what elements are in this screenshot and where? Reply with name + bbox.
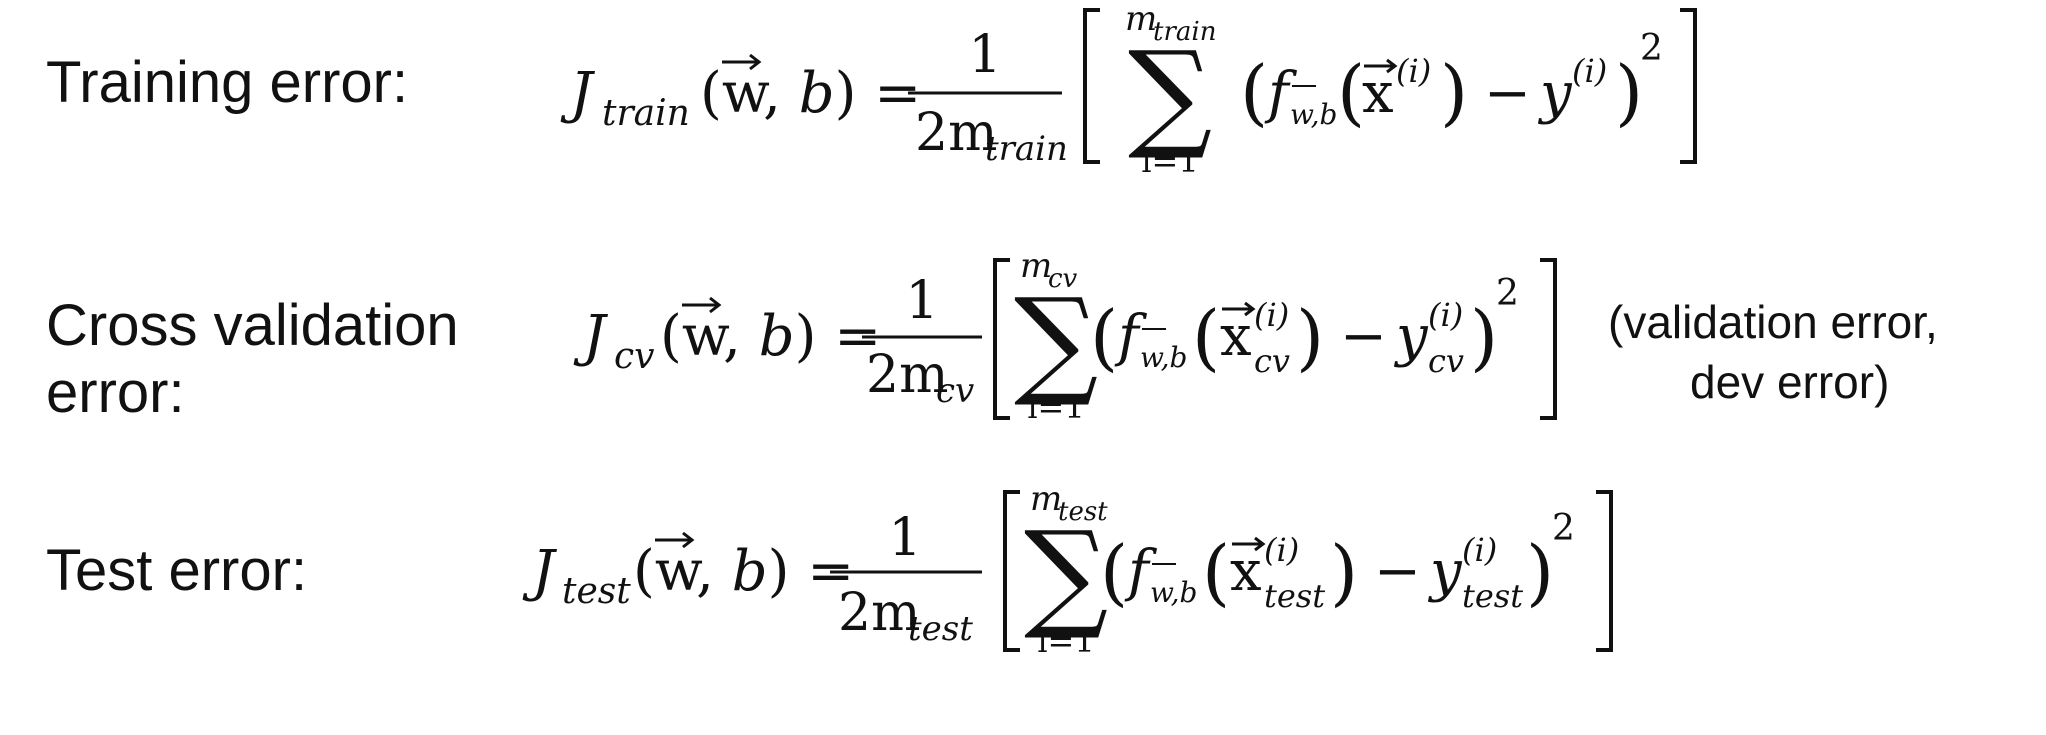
- left-bracket: [993, 258, 1010, 420]
- validation-error-note-line2: dev error): [1690, 356, 1890, 408]
- cross-validation-error-label-line2: error:: [46, 360, 185, 425]
- denominator-subscript: train: [985, 129, 1068, 169]
- sum-upper-subscript: cv: [1048, 264, 1078, 294]
- sum-upper-subscript: test: [1058, 497, 1108, 527]
- test-error-formula: J test (w, b) = 1 2m test m test ∑ i=1 (…: [522, 479, 1613, 660]
- close-paren: ): [1615, 50, 1643, 134]
- y-superscript: (i): [1462, 531, 1497, 569]
- cross-validation-error-label-line1: Cross validation: [46, 293, 459, 358]
- sum-lower-index: i=1: [1141, 142, 1198, 180]
- close-paren: ): [1470, 295, 1498, 379]
- sum-upper-m: m: [1030, 479, 1062, 519]
- power-two: 2: [1552, 508, 1575, 549]
- sum-symbol: ∑: [1024, 505, 1108, 643]
- y-superscript: (i): [1572, 52, 1607, 90]
- sum-upper-m: m: [1020, 246, 1052, 286]
- f-subscript: w,b: [1150, 576, 1197, 609]
- y-superscript: (i): [1428, 296, 1463, 334]
- x-subscript: cv: [1254, 342, 1290, 380]
- open-paren: (: [1240, 50, 1268, 134]
- y-symbol: y: [1393, 304, 1429, 369]
- vector-arrow-w: [722, 53, 762, 71]
- j-symbol: J: [560, 61, 596, 126]
- power-two: 2: [1640, 28, 1663, 69]
- close-paren: ): [1526, 530, 1554, 614]
- x-subscript: test: [1264, 577, 1325, 615]
- denominator-prefix: 2m: [866, 345, 948, 405]
- minus-sign: −: [1484, 61, 1531, 126]
- right-bracket: [1680, 8, 1697, 164]
- function-args: (w, b) =: [660, 304, 881, 369]
- j-symbol: J: [573, 304, 609, 369]
- f-subscript: w,b: [1140, 341, 1187, 374]
- y-subscript: cv: [1428, 342, 1464, 380]
- training-error-formula: J train (w, b) = 1 2m train m train ∑ i=…: [560, 0, 1697, 180]
- j-subscript: test: [562, 571, 631, 612]
- inner-close-paren: ): [1440, 50, 1468, 134]
- fraction-numerator: 1: [905, 271, 938, 331]
- y-subscript: test: [1462, 577, 1523, 615]
- vector-arrow-w: [655, 531, 695, 549]
- sum-upper-subscript: train: [1153, 17, 1216, 47]
- sum-lower-index: i=1: [1037, 622, 1094, 660]
- sum-symbol: ∑: [1128, 25, 1212, 163]
- inner-open-paren: (: [1192, 295, 1220, 379]
- fraction-numerator: 1: [968, 25, 1001, 85]
- f-subscript: w,b: [1290, 98, 1337, 131]
- sum-lower-index: i=1: [1027, 388, 1084, 426]
- y-symbol: y: [1427, 539, 1463, 604]
- test-error-label: Test error:: [46, 538, 308, 603]
- right-bracket: [1540, 258, 1557, 420]
- minus-sign: −: [1340, 304, 1387, 369]
- open-paren: (: [1100, 530, 1128, 614]
- cross-validation-error-formula: J cv (w, b) = 1 2m cv m cv ∑ i=1 ( f w,b…: [573, 246, 1557, 426]
- left-bracket: [1003, 490, 1020, 652]
- inner-open-paren: (: [1337, 50, 1365, 134]
- j-symbol: J: [522, 539, 558, 604]
- right-bracket: [1596, 490, 1613, 652]
- denominator-prefix: 2m: [838, 583, 920, 643]
- y-symbol: y: [1537, 61, 1573, 126]
- fraction-numerator: 1: [888, 508, 921, 568]
- sum-symbol: ∑: [1014, 272, 1098, 410]
- minus-sign: −: [1374, 539, 1421, 604]
- inner-open-paren: (: [1202, 530, 1230, 614]
- function-args: (w, b) =: [633, 539, 854, 604]
- left-bracket: [1083, 8, 1100, 164]
- open-paren: (: [1090, 295, 1118, 379]
- denominator-subscript: cv: [936, 371, 974, 411]
- j-subscript: cv: [614, 336, 655, 377]
- training-error-label: Training error:: [46, 50, 409, 115]
- x-superscript: (i): [1396, 52, 1431, 90]
- sum-upper-m: m: [1125, 0, 1157, 39]
- inner-close-paren: ): [1330, 530, 1358, 614]
- denominator-prefix: 2m: [915, 103, 997, 163]
- power-two: 2: [1496, 273, 1519, 314]
- j-subscript: train: [602, 93, 690, 134]
- x-superscript: (i): [1264, 531, 1299, 569]
- function-args: (w, b) =: [700, 61, 921, 126]
- denominator-subscript: test: [908, 609, 973, 649]
- inner-close-paren: ): [1296, 295, 1324, 379]
- validation-error-note-line1: (validation error,: [1608, 296, 1938, 348]
- vector-arrow-w: [682, 296, 722, 314]
- x-superscript: (i): [1254, 296, 1289, 334]
